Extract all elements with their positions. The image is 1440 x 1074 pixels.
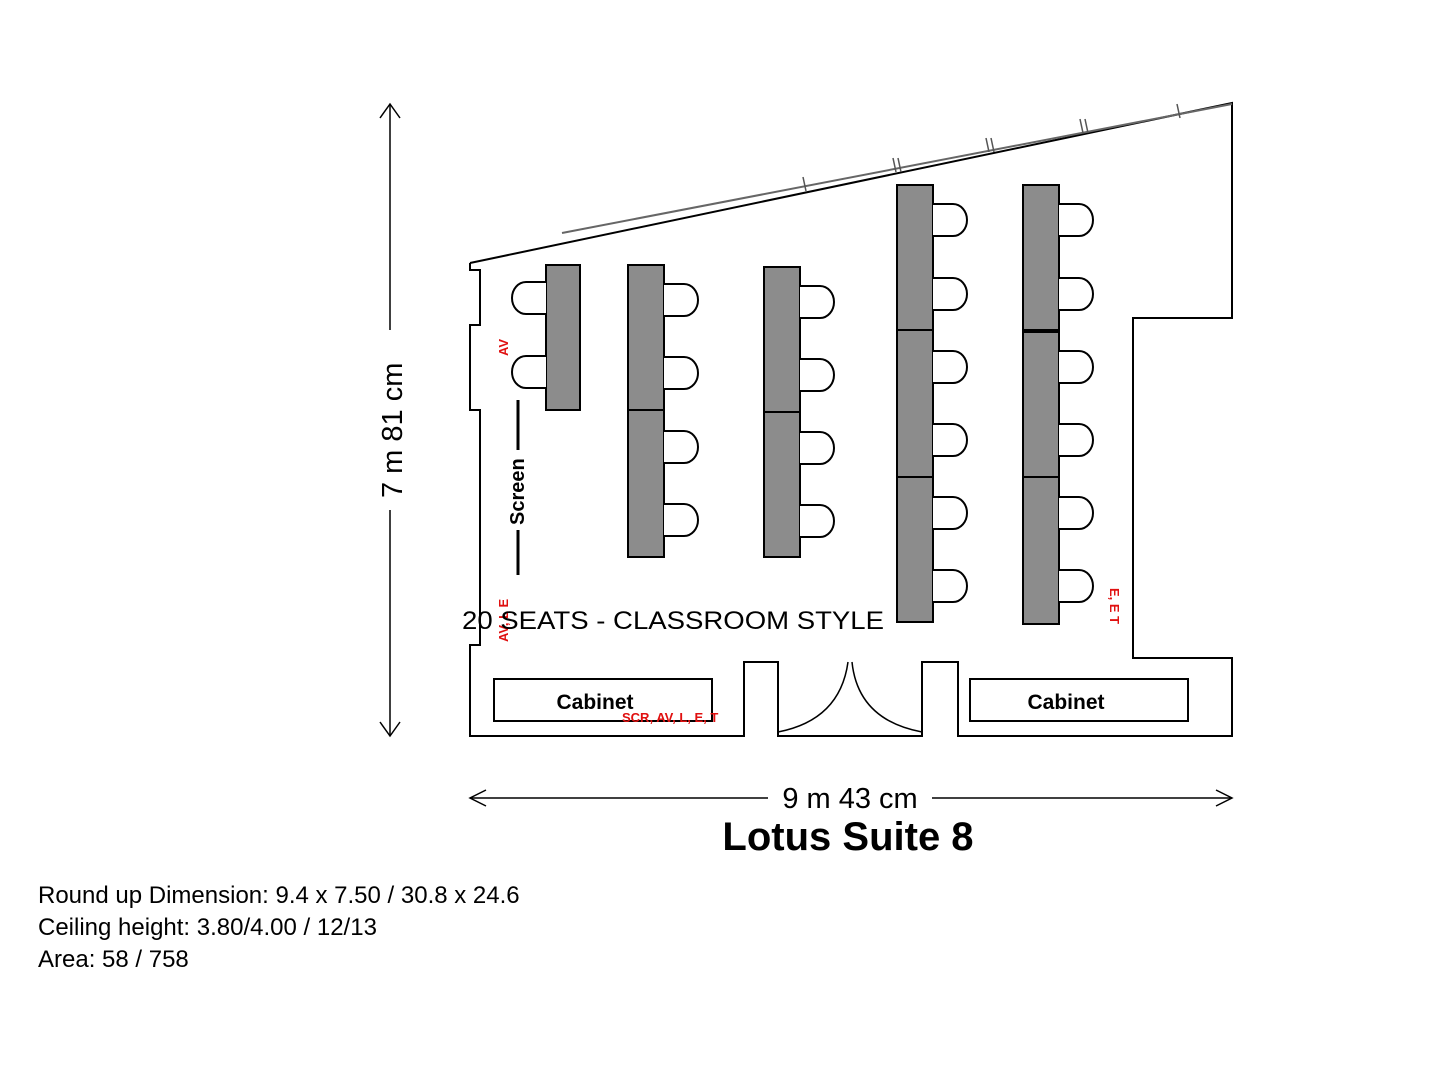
chair — [1059, 277, 1094, 311]
chair — [1059, 496, 1094, 530]
chair — [933, 277, 968, 311]
chair — [800, 431, 835, 465]
note-av-top: AV — [496, 339, 511, 356]
info-dimension: Round up Dimension: 9.4 x 7.50 / 30.8 x … — [38, 882, 520, 909]
chair — [933, 350, 968, 384]
cabinet-right — [969, 678, 1189, 722]
info-ceiling: Ceiling height: 3.80/4.00 / 12/13 — [38, 914, 377, 941]
chair — [800, 358, 835, 392]
chair — [933, 203, 968, 237]
table — [763, 411, 801, 558]
cabinet-left-label: Cabinet — [556, 691, 633, 714]
height-label: 7 m 81 cm — [377, 363, 409, 498]
table — [896, 184, 934, 331]
chair — [800, 285, 835, 319]
seating-label: 20 SEATS - CLASSROOM STYLE — [462, 607, 884, 635]
screen-label: Screen — [507, 458, 529, 525]
table — [896, 329, 934, 478]
chair — [511, 281, 546, 315]
note-cabinet: SCR, AV, L, E, T — [622, 710, 718, 725]
double-door — [777, 661, 923, 733]
table — [1022, 184, 1060, 331]
cabinet-right-label: Cabinet — [1027, 691, 1104, 714]
chair — [933, 569, 968, 603]
table — [627, 409, 665, 558]
chairs — [511, 203, 1094, 603]
chair — [933, 496, 968, 530]
info-area: Area: 58 / 758 — [38, 946, 189, 973]
width-label: 9 m 43 cm — [782, 783, 917, 815]
chair — [933, 423, 968, 457]
room-info: Round up Dimension: 9.4 x 7.50 / 30.8 x … — [38, 880, 520, 976]
note-av-left: AV, L E — [496, 599, 511, 642]
room-title: Lotus Suite 8 — [722, 815, 973, 859]
table — [627, 264, 665, 411]
chair — [664, 283, 699, 317]
note-right: E, E T — [1107, 588, 1122, 624]
chair — [664, 356, 699, 390]
chair — [664, 430, 699, 464]
table — [763, 266, 801, 413]
width-dimension — [468, 789, 1234, 807]
chair — [800, 504, 835, 538]
room-wall-outline — [469, 101, 1233, 737]
chair — [511, 355, 546, 389]
table — [1022, 476, 1060, 625]
chair — [664, 503, 699, 537]
window-marks — [561, 103, 1233, 234]
cabinet-left — [493, 678, 713, 722]
chair — [1059, 203, 1094, 237]
tables — [545, 184, 1060, 625]
table — [896, 476, 934, 623]
chair — [1059, 569, 1094, 603]
height-dimension — [379, 102, 401, 738]
chair — [1059, 350, 1094, 384]
table — [1022, 331, 1060, 478]
table — [545, 264, 581, 411]
chair — [1059, 423, 1094, 457]
